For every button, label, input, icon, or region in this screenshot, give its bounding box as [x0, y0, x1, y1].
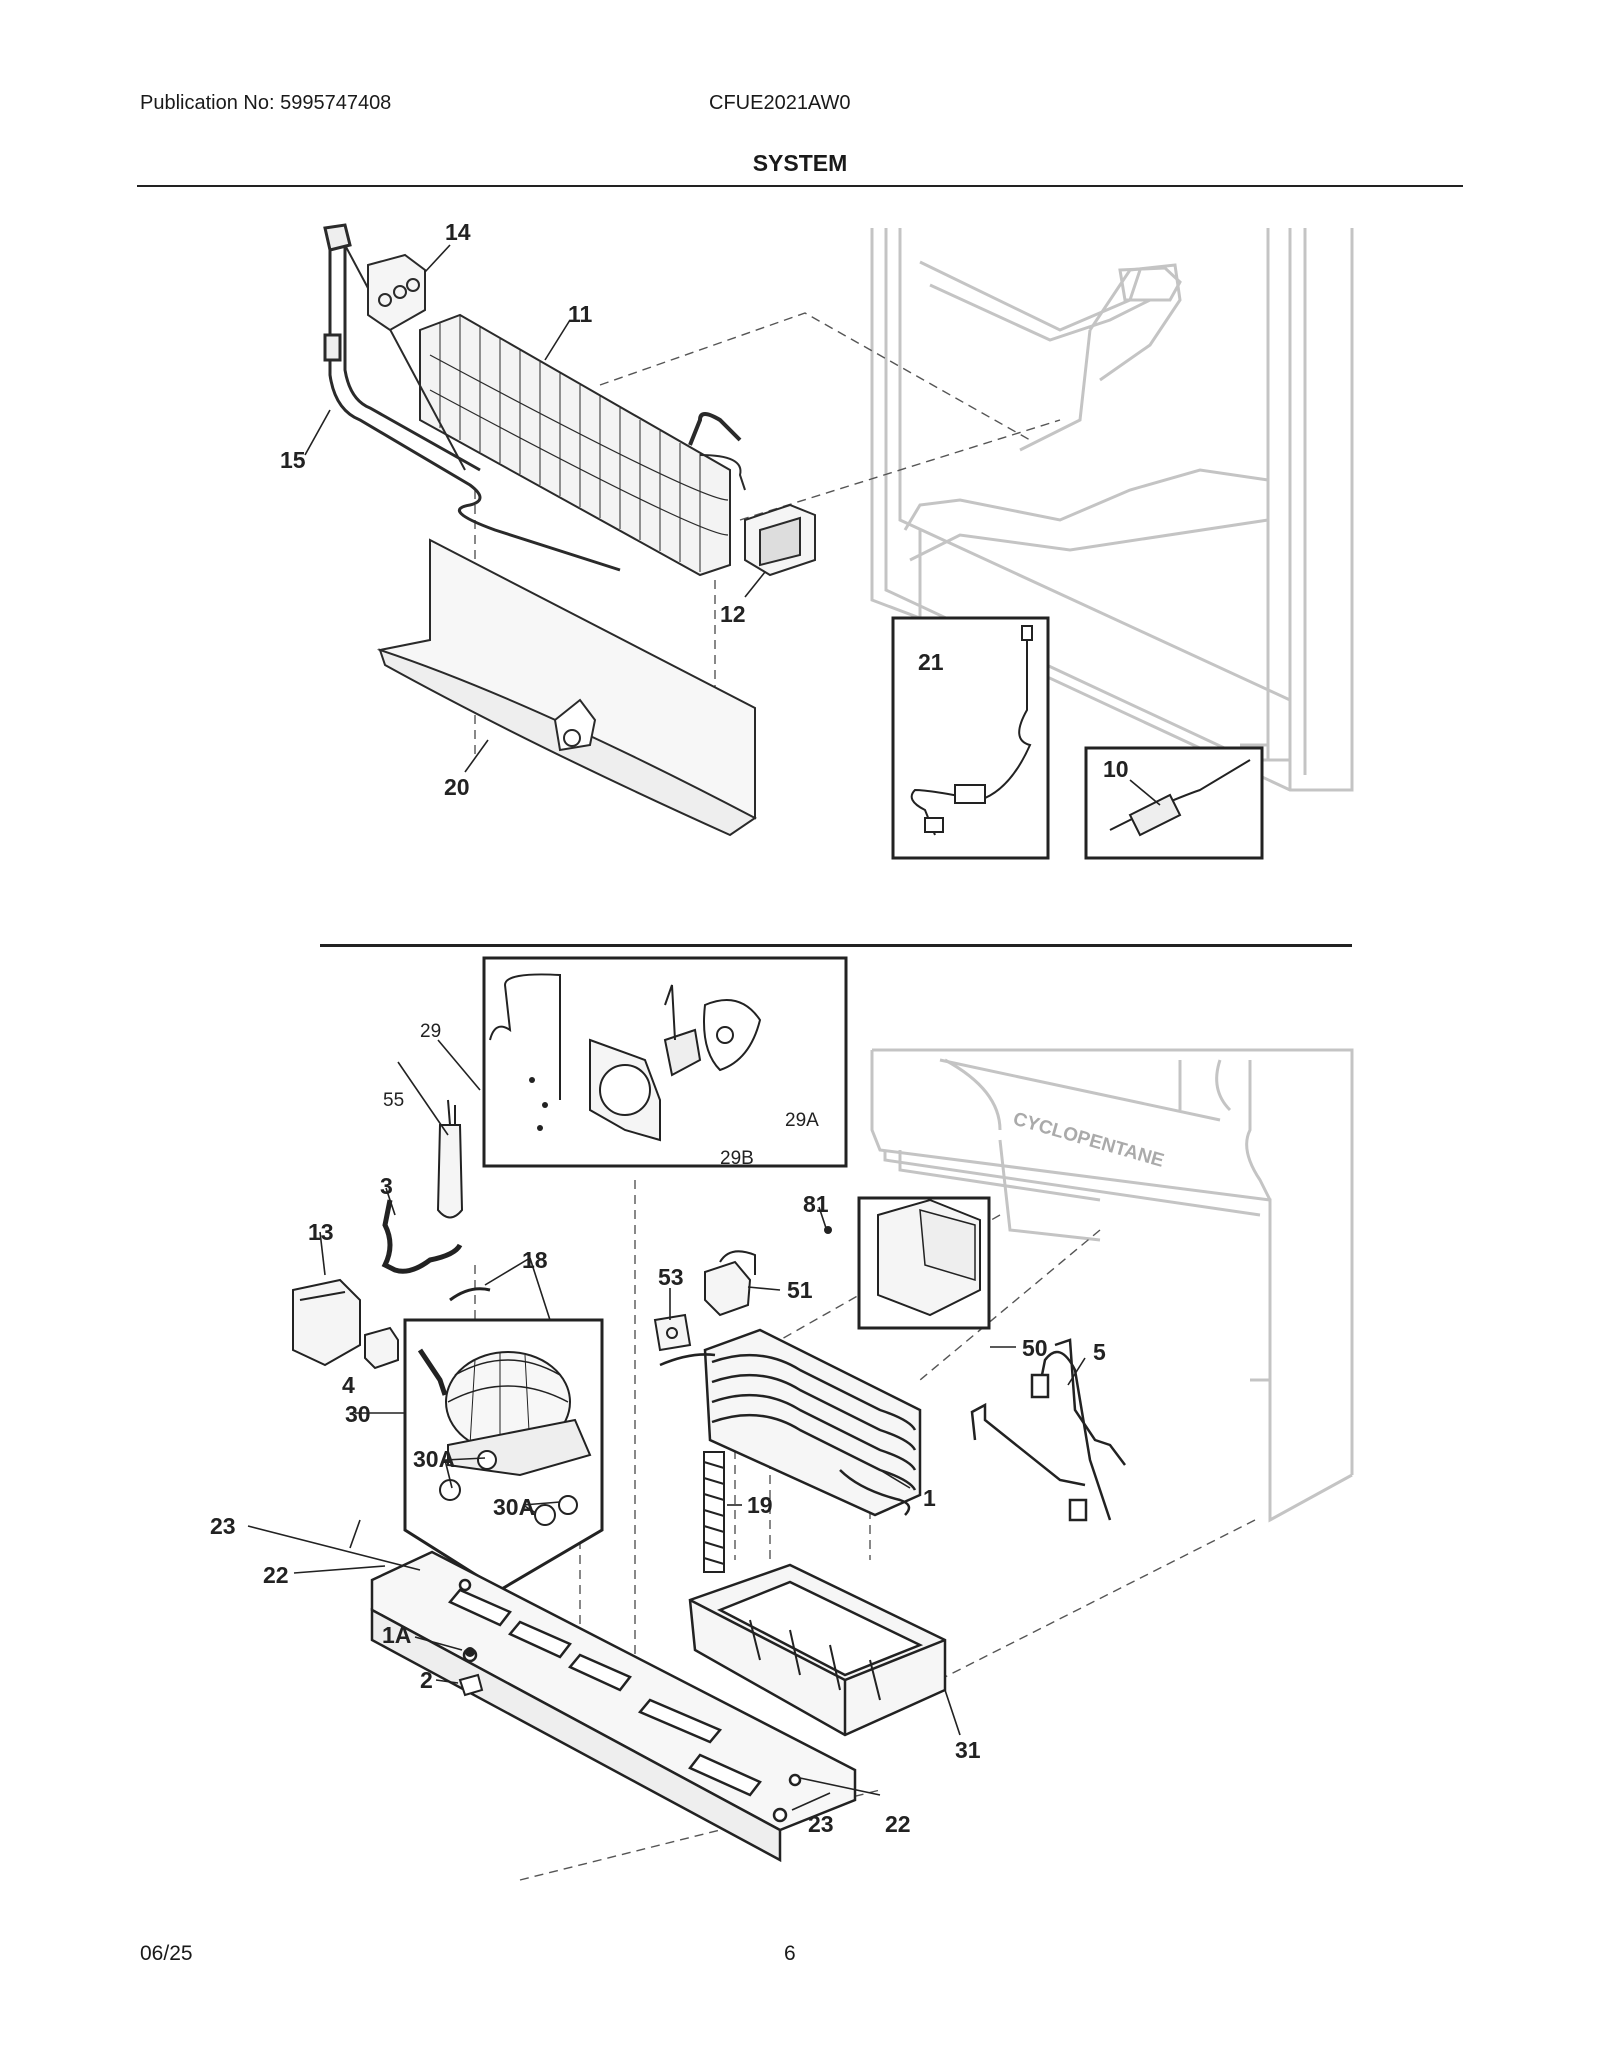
- part-label: 30A: [413, 1446, 455, 1472]
- start-relay: [364, 1326, 399, 1370]
- inset-fan-box: [482, 956, 848, 1168]
- defrost-limiter: [367, 253, 426, 332]
- part-label: 13: [308, 1219, 334, 1245]
- part-labels: 14 11 15 12 20 21 10 29 29A 29B 55 3 13 …: [210, 219, 1129, 1837]
- base-plate: [370, 1550, 857, 1863]
- part-label: 23: [210, 1513, 236, 1539]
- part-label: 1: [923, 1485, 936, 1511]
- part-label: 22: [263, 1562, 289, 1588]
- screw-and-clip: [458, 1647, 484, 1697]
- inset-sensor-box: [1084, 746, 1264, 860]
- part-label: 31: [955, 1737, 981, 1763]
- model-number: CFUE2021AW0: [709, 92, 851, 114]
- part-label: 20: [444, 774, 470, 800]
- evaporator-coil: [419, 313, 746, 577]
- filter-drier: [436, 1099, 464, 1219]
- part-label: 81: [803, 1191, 829, 1217]
- condenser-coil: [659, 1328, 922, 1517]
- part-leader-lines-bottom: [247, 1039, 1086, 1811]
- part-label: 23: [808, 1811, 834, 1837]
- revision-date: 06/25: [140, 1942, 193, 1965]
- part-label: 29B: [720, 1148, 754, 1169]
- part-label: 30A: [493, 1494, 535, 1520]
- part-label: 11: [568, 301, 593, 327]
- part-label: 18: [522, 1247, 548, 1273]
- overload-protector: [292, 1278, 361, 1367]
- part-label: 29A: [785, 1110, 819, 1131]
- evaporator-cover: [376, 538, 757, 837]
- drain-pan: [688, 1563, 947, 1737]
- part-label: 22: [885, 1811, 911, 1837]
- damper-valve: [704, 1250, 756, 1317]
- control-board-inset: [824, 1196, 991, 1330]
- compressor-inset: [403, 1318, 604, 1592]
- wiring-harness: [970, 1338, 1126, 1522]
- machine-compartment-outline: [870, 1048, 1354, 1523]
- part-label: 15: [280, 447, 306, 473]
- cabinet-marking: CYCLOPENTANE: [1011, 1109, 1167, 1172]
- part-label: 50: [1022, 1335, 1048, 1361]
- part-label: 3: [380, 1173, 393, 1199]
- part-label: 1A: [382, 1622, 411, 1648]
- inset-wiring-box: [891, 616, 1050, 860]
- control-thermostat: [744, 503, 816, 577]
- part-label: 55: [383, 1090, 404, 1111]
- part-label: 2: [420, 1667, 433, 1693]
- section-divider: [320, 944, 1352, 947]
- part-label: 19: [747, 1492, 773, 1518]
- part-label: 53: [658, 1264, 684, 1290]
- part-label: 5: [1093, 1339, 1106, 1365]
- part-label: 12: [720, 601, 746, 627]
- part-label: 51: [787, 1277, 813, 1303]
- part-label: 4: [342, 1372, 355, 1398]
- mounting-bracket: [653, 1313, 692, 1352]
- part-label: 30: [345, 1401, 371, 1427]
- defrost-heater-tube: [323, 223, 621, 572]
- section-title: SYSTEM: [752, 150, 848, 176]
- connecting-tube: [381, 1199, 463, 1274]
- part-label: 14: [445, 219, 471, 245]
- drain-spring: [703, 1451, 725, 1573]
- publication-number: Publication No: 5995747408: [140, 92, 392, 114]
- header-rule: [137, 185, 1463, 187]
- part-label: 29: [420, 1021, 441, 1042]
- part-leader-lines-top: [304, 244, 1161, 806]
- part-label: 10: [1103, 756, 1129, 782]
- part-label: 21: [918, 649, 944, 675]
- freezer-cabinet-outline: [870, 228, 1354, 792]
- page-number: 6: [784, 1942, 796, 1965]
